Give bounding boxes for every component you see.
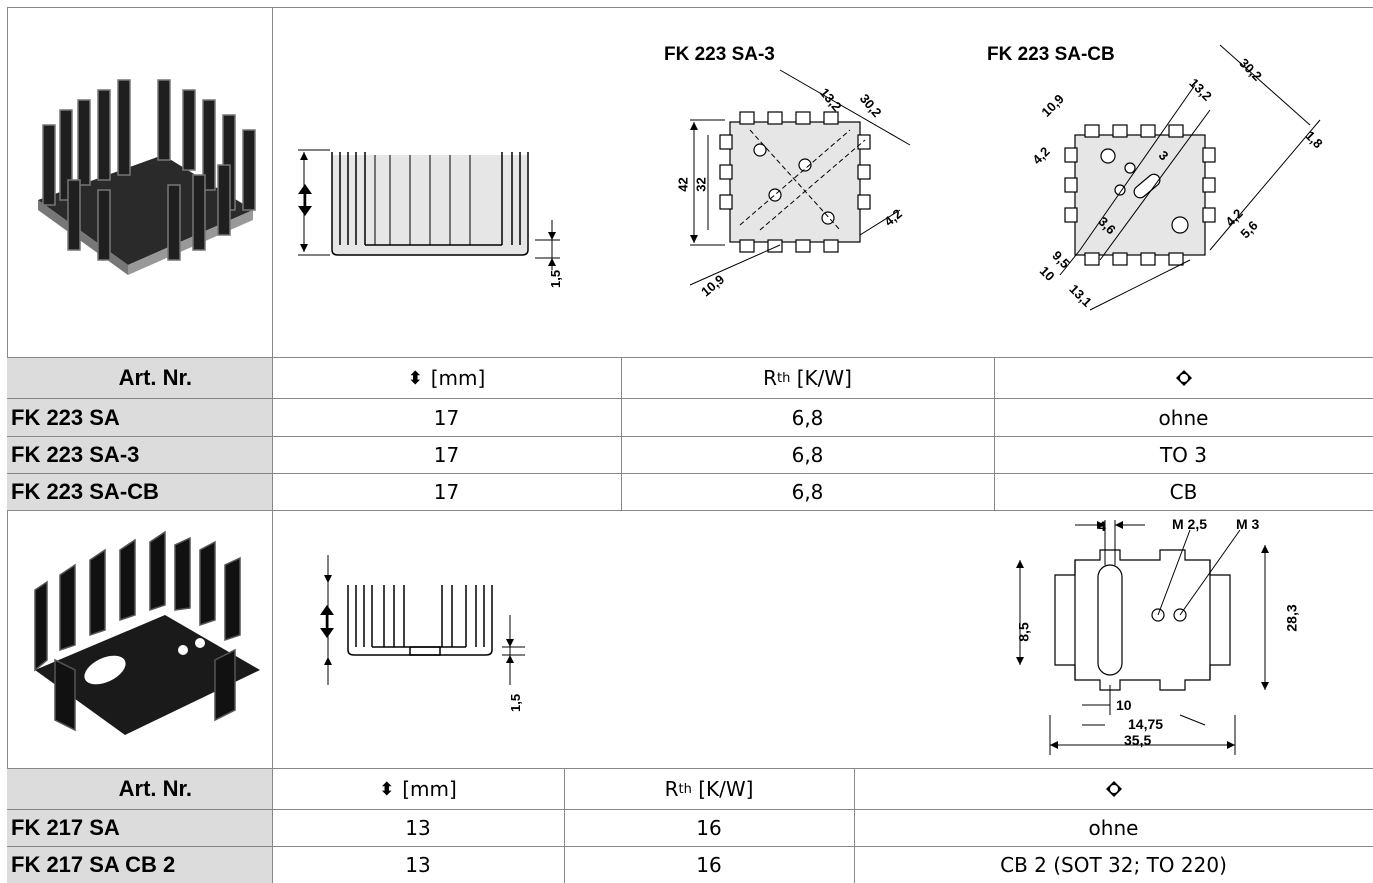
table-row-mount: CB xyxy=(1169,480,1198,504)
table-header-art-nr: Art. Nr. xyxy=(7,769,272,809)
table-row-mount: TO 3 xyxy=(1159,443,1208,467)
height-arrow-icon: ⬍ xyxy=(379,778,395,800)
table-row-rth: 6,8 xyxy=(791,443,824,467)
divider xyxy=(272,510,273,768)
heatsink-photo-fk223 xyxy=(38,79,256,275)
rth-unit: [K/W] xyxy=(796,366,852,390)
dim-label: 10 xyxy=(1116,697,1132,713)
dim-label: 42 xyxy=(675,177,691,192)
table-row-rth: 16 xyxy=(696,816,722,840)
rth-subscript: th xyxy=(776,370,791,386)
table-header-height: ⬍ [mm] xyxy=(272,358,621,398)
divider xyxy=(7,436,1373,437)
divider xyxy=(7,809,1373,810)
divider xyxy=(7,510,1373,511)
table-header-mounting xyxy=(854,769,1373,809)
heatsink-photo-fk217 xyxy=(34,530,260,735)
divider xyxy=(272,769,273,883)
dim-label: 8,5 xyxy=(1015,622,1032,642)
dim-label: 28,3 xyxy=(1283,604,1300,632)
table-row-mount: CB 2 (SOT 32; TO 220) xyxy=(1000,853,1227,877)
mounting-drawing-fk217 xyxy=(1016,520,1269,755)
table-row-art: FK 223 SA-CB xyxy=(7,474,272,510)
table-header-mounting xyxy=(994,358,1373,398)
table-row-height: 13 xyxy=(405,853,431,877)
height-unit: [mm] xyxy=(402,777,457,801)
table-row-art: FK 217 SA CB 2 xyxy=(7,847,272,883)
divider xyxy=(564,769,565,883)
table-row-art: FK 223 SA-3 xyxy=(7,437,272,473)
mounting-hole-icon xyxy=(1175,370,1192,386)
table-row-height: 13 xyxy=(405,816,431,840)
divider xyxy=(272,7,273,357)
divider xyxy=(7,357,1373,358)
table-row-height: 17 xyxy=(433,443,460,467)
dim-label: M 2,5 xyxy=(1172,516,1208,532)
dim-label: M 3 xyxy=(1236,516,1260,532)
table-header-art-nr: Art. Nr. xyxy=(7,358,272,398)
mounting-drawing-sa3 xyxy=(689,69,911,286)
height-unit: [mm] xyxy=(430,366,486,390)
divider xyxy=(7,473,1373,474)
drawing-title-sacb: FK 223 SA-CB xyxy=(987,44,1115,65)
dim-label: 1,5 xyxy=(508,693,523,712)
rth-unit: [K/W] xyxy=(698,777,754,801)
profile-drawing-fk223 xyxy=(298,149,560,270)
rth-symbol: R xyxy=(763,366,777,390)
dim-label: 1,5 xyxy=(548,269,563,288)
dim-label: 32 xyxy=(693,177,709,192)
rth-subscript: th xyxy=(678,781,692,797)
rth-symbol: R xyxy=(664,777,679,801)
table-row-rth: 16 xyxy=(696,853,722,877)
table-row-rth: 6,8 xyxy=(791,480,824,504)
divider xyxy=(854,769,855,883)
table-row-art: FK 217 SA xyxy=(7,810,272,846)
height-arrow-icon: ⬍ xyxy=(407,367,423,389)
mounting-drawing-sacb xyxy=(1059,44,1321,311)
drawing-title-sa3: FK 223 SA-3 xyxy=(664,44,775,65)
profile-drawing-fk217 xyxy=(320,555,525,685)
divider xyxy=(7,846,1373,847)
divider xyxy=(272,358,273,510)
table-row-rth: 6,8 xyxy=(791,405,824,430)
table-row-height: 17 xyxy=(433,405,460,430)
divider xyxy=(621,358,622,510)
divider xyxy=(7,398,1373,399)
table-row-mount: ohne xyxy=(1158,405,1209,430)
table-header-height: ⬍ [mm] xyxy=(272,769,564,809)
dim-label: 14,75 xyxy=(1128,716,1164,732)
dim-label: 35,5 xyxy=(1124,732,1152,748)
table-row-mount: ohne xyxy=(1088,816,1139,840)
table-row-height: 17 xyxy=(433,480,460,504)
table-row-art: FK 223 SA xyxy=(7,399,272,436)
divider xyxy=(994,358,995,510)
dim-label: 4 xyxy=(1098,518,1106,534)
mounting-hole-icon xyxy=(1105,781,1122,797)
divider xyxy=(7,768,1373,769)
